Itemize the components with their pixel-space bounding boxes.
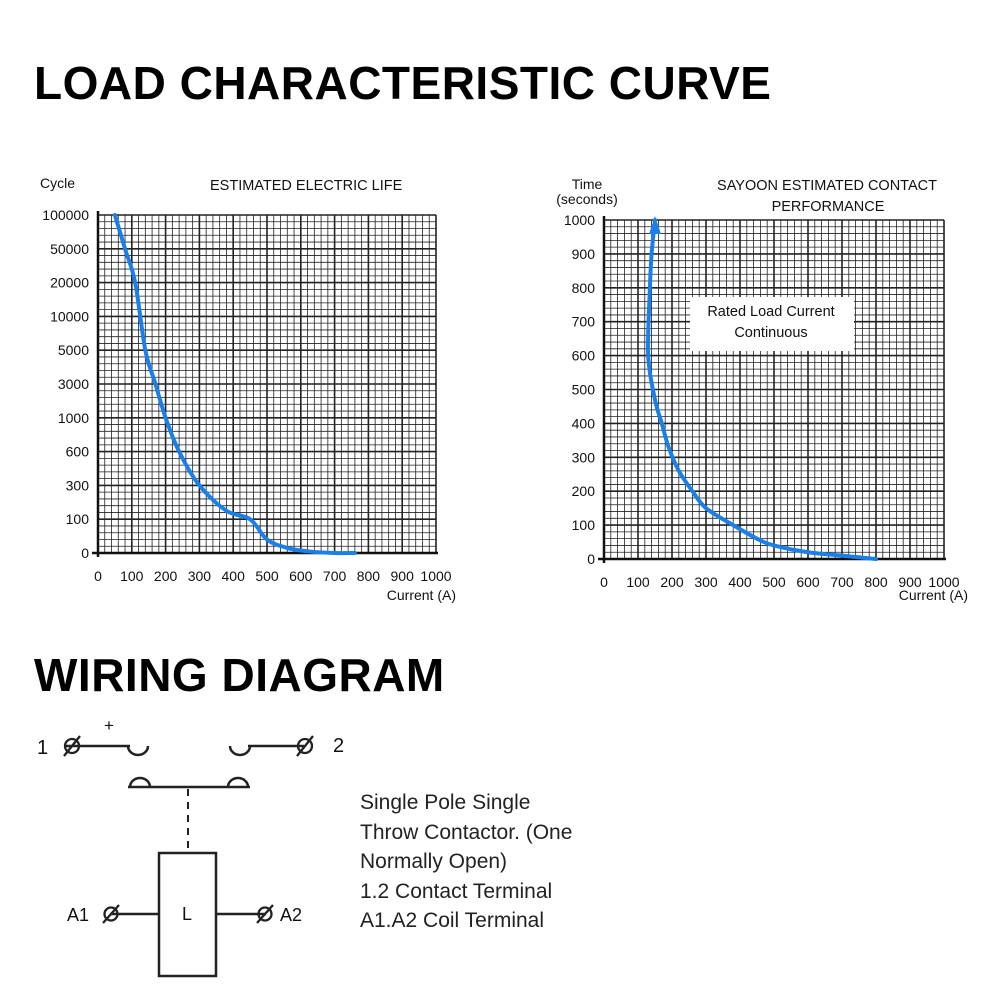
chart2-x-tick: 100 (626, 574, 650, 590)
chart2-y-tick: 400 (572, 415, 596, 431)
terminal-a1-symbol (102, 904, 120, 924)
bridge-cup-left (128, 776, 152, 788)
chart1-x-tick: 100 (120, 568, 144, 584)
chart1-ylabel: Cycle (40, 175, 75, 191)
description-line: Single Pole Single (360, 791, 531, 814)
chart2-y-tick: 700 (572, 314, 596, 330)
chart2-y-tick: 300 (572, 449, 596, 465)
chart2-x-tick: 800 (864, 574, 888, 590)
chart1-y-tick: 50000 (50, 241, 89, 257)
chart1-y-tick: 1000 (58, 410, 89, 426)
chart2-y-tick: 800 (572, 280, 596, 296)
description-line: Throw Contactor. (One (360, 820, 573, 844)
terminal-1-symbol (63, 735, 81, 757)
terminal-2-symbol (296, 735, 314, 757)
chart2-y-tick: 0 (587, 551, 595, 567)
chart2-y-tick: 500 (572, 382, 596, 398)
chart1-x-tick: 1000 (420, 568, 451, 584)
chart1-x-tick: 500 (255, 568, 279, 584)
terminal-1-label: 1 (37, 737, 48, 759)
contact-cup-2 (228, 745, 252, 757)
chart1-series-line (112, 213, 357, 556)
chart2-x-tick: 300 (694, 574, 718, 590)
description-line: A1.A2 Coil Terminal (360, 909, 545, 932)
description-line: 1.2 Contact Terminal (360, 879, 553, 903)
chart2-x-tick: 600 (796, 574, 820, 590)
chart2-title-line1: SAYOON ESTIMATED CONTACT (717, 178, 937, 194)
terminal-a2-symbol (256, 904, 274, 924)
chart2-y-tick: 900 (572, 246, 596, 262)
chart1-y-tick: 600 (66, 444, 90, 460)
chart1-x-tick: 600 (289, 568, 313, 584)
chart2-x-tick: 700 (830, 574, 854, 590)
chart2-x-tick: 500 (762, 574, 786, 590)
chart1-y-tick: 20000 (50, 275, 89, 291)
chart1-y-tick: 3000 (58, 376, 89, 392)
coil-a1-label: A1 (67, 905, 89, 925)
chart2-annotation-text: Rated Load Current (707, 304, 834, 320)
chart1-y-tick: 0 (81, 545, 89, 561)
terminal-2-label: 2 (333, 735, 344, 757)
contact-cup-1 (126, 745, 150, 757)
chart1-x-tick: 400 (222, 568, 246, 584)
chart2-y-tick: 1000 (564, 212, 595, 228)
chart2-annotation-text: Continuous (734, 325, 807, 341)
wiring-diagram-heading: WIRING DIAGRAM (34, 649, 445, 701)
load-curve-heading: LOAD CHARACTERISTIC CURVE (34, 57, 772, 109)
chart2-y-tick: 200 (572, 483, 596, 499)
chart1-x-tick: 300 (188, 568, 212, 584)
chart1-y-tick: 10000 (50, 308, 89, 324)
chart-contact-performance: Time (seconds) SAYOON ESTIMATED CONTACT … (556, 176, 968, 603)
chart2-ylabel-line2: (seconds) (556, 191, 617, 207)
chart1-x-tick: 800 (357, 568, 381, 584)
bridge-cup-right (226, 776, 250, 788)
chart2-xlabel: Current (A) (899, 587, 968, 603)
chart-electric-life: Cycle ESTIMATED ELECTRIC LIFE Current (A… (40, 175, 456, 603)
chart2-ylabel-line1: Time (572, 176, 603, 192)
chart1-title: ESTIMATED ELECTRIC LIFE (210, 178, 403, 194)
chart1-x-tick: 0 (94, 568, 102, 584)
chart1-y-tick: 100000 (42, 207, 89, 223)
contactor-description: Single Pole Single Throw Contactor. (One… (360, 788, 572, 936)
chart1-x-tick: 900 (391, 568, 415, 584)
coil-label: L (182, 904, 192, 924)
chart2-y-tick: 600 (572, 348, 596, 364)
chart1-y-tick: 100 (66, 511, 90, 527)
chart1-x-tick: 200 (154, 568, 178, 584)
chart2-x-tick: 200 (660, 574, 684, 590)
chart2-annotation-box (690, 297, 854, 351)
chart1-x-tick: 700 (323, 568, 347, 584)
chart2-x-tick: 0 (600, 574, 608, 590)
chart2-x-tick: 900 (898, 574, 922, 590)
chart2-x-tick: 400 (728, 574, 752, 590)
chart2-grid (603, 219, 945, 560)
charts-canvas: Cycle ESTIMATED ELECTRIC LIFE Current (A… (40, 175, 968, 603)
chart2-y-tick: 100 (572, 517, 596, 533)
chart2-title-line2: PERFORMANCE (772, 199, 885, 215)
chart1-y-tick: 5000 (58, 342, 89, 358)
plus-sign: + (104, 716, 114, 735)
chart1-xlabel: Current (A) (387, 587, 456, 603)
description-line: Normally Open) (360, 850, 508, 873)
chart2-x-tick: 1000 (928, 574, 959, 590)
chart2-arrowhead (649, 216, 661, 234)
coil-a2-label: A2 (280, 905, 302, 925)
chart1-y-tick: 300 (66, 477, 90, 493)
chart2-series-line (646, 218, 878, 561)
